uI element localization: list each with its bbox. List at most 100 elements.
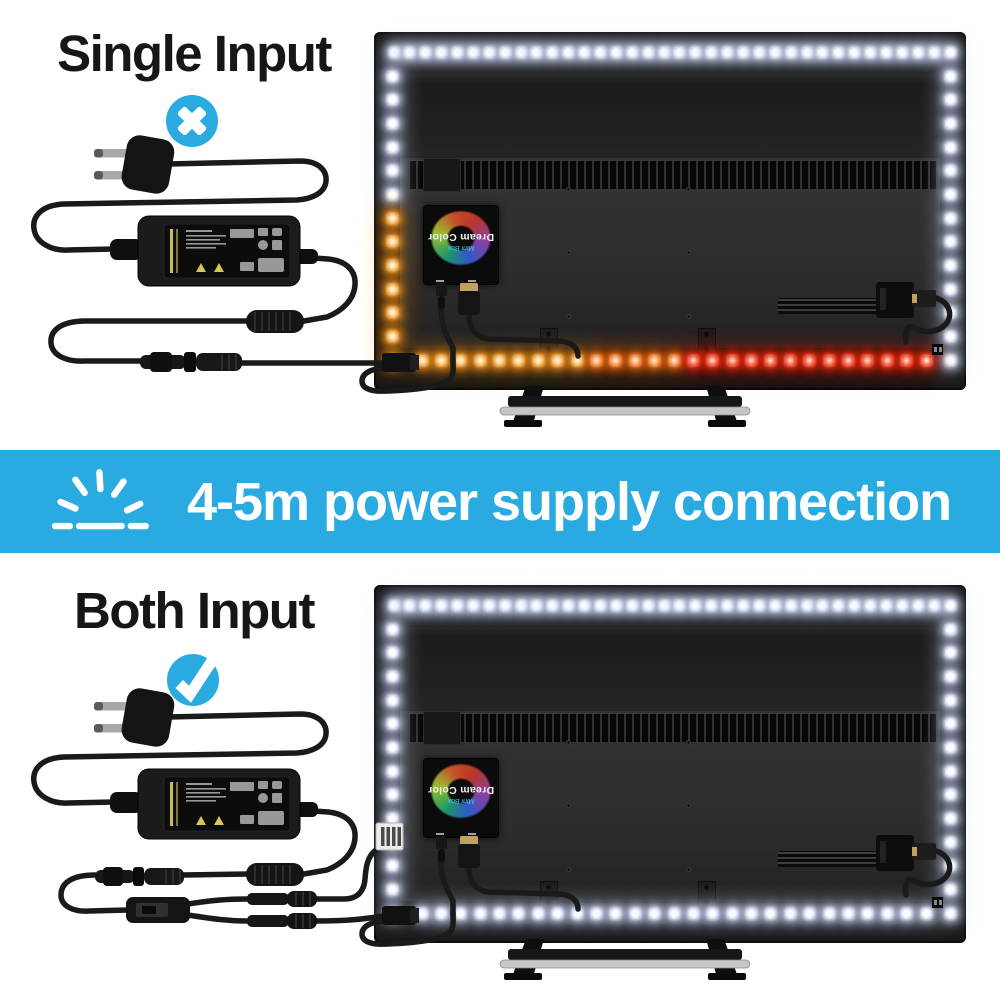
- warning-triangles: [196, 263, 224, 272]
- led-orange: [387, 213, 397, 223]
- led-white: [945, 648, 955, 658]
- led-orange: [417, 355, 427, 365]
- led-white: [596, 47, 605, 57]
- led-white: [456, 908, 466, 918]
- vent-grille: [408, 713, 938, 742]
- tv-back: Mini Box Dream Color: [374, 32, 966, 390]
- led-white: [786, 47, 796, 57]
- screw-hole: [686, 187, 691, 192]
- led-white: [627, 600, 637, 610]
- screw-hole: [566, 803, 571, 808]
- tv-stand: [499, 939, 751, 980]
- adapter-label-marks: [186, 228, 284, 272]
- led-white: [627, 47, 637, 57]
- led-white: [387, 671, 397, 681]
- led-white: [945, 118, 955, 128]
- led-red: [863, 355, 873, 365]
- led-white: [387, 118, 397, 128]
- led-white: [516, 47, 526, 57]
- lower-vent: [778, 851, 878, 867]
- screw-hole: [686, 740, 691, 745]
- cross-icon: [177, 106, 207, 136]
- led-white: [630, 908, 640, 918]
- led-white: [766, 908, 776, 918]
- led-white: [738, 600, 748, 610]
- led-white: [945, 237, 955, 247]
- led-white: [495, 908, 505, 918]
- panel-shade: [400, 74, 940, 158]
- led-white: [611, 908, 621, 918]
- led-white: [754, 600, 764, 610]
- led-white: [548, 47, 558, 57]
- led-white: [921, 908, 931, 918]
- led-white: [770, 47, 780, 57]
- led-white: [802, 600, 812, 610]
- led-white: [591, 908, 601, 918]
- led-white: [945, 695, 955, 705]
- led-white: [387, 166, 397, 176]
- led-white: [421, 600, 431, 610]
- led-orange: [387, 260, 397, 270]
- panel-shade: [400, 627, 940, 711]
- led-white: [580, 600, 590, 610]
- led-white: [564, 600, 574, 610]
- led-red: [921, 355, 931, 365]
- led-white: [945, 331, 955, 341]
- tv-stand: [499, 386, 751, 427]
- led-white: [572, 908, 582, 918]
- led-white: [387, 95, 397, 105]
- led-white: [945, 355, 955, 365]
- led-white: [417, 908, 427, 918]
- check-icon: [175, 655, 219, 703]
- led-white: [387, 624, 397, 634]
- led-white: [437, 47, 447, 57]
- led-white: [834, 600, 844, 610]
- led-white: [669, 908, 679, 918]
- led-white: [945, 47, 955, 57]
- led-white: [387, 189, 397, 199]
- led-white: [643, 47, 653, 57]
- mount-bracket: [423, 711, 461, 745]
- led-white: [863, 908, 873, 918]
- led-orange: [387, 237, 397, 247]
- led-white: [707, 47, 717, 57]
- led-white: [387, 695, 397, 705]
- led-white: [945, 884, 955, 894]
- y-splitter: [126, 897, 190, 923]
- led-white: [387, 766, 397, 776]
- led-orangered: [630, 355, 640, 365]
- controller-model: Mini Box: [447, 243, 475, 251]
- led-white: [834, 47, 844, 57]
- shine-icon: [51, 468, 149, 529]
- led-orangered: [591, 355, 601, 365]
- led-white: [945, 790, 955, 800]
- screw-hole: [566, 187, 571, 192]
- led-orange: [387, 308, 397, 318]
- led-white: [824, 908, 834, 918]
- controller-label: Mini Box Dream Color: [424, 230, 498, 251]
- stand-bracket: [698, 881, 716, 909]
- led-white: [866, 47, 876, 57]
- led-white: [897, 47, 907, 57]
- inline-dc-jack: [247, 891, 317, 907]
- led-white: [437, 600, 447, 610]
- led-orange: [387, 355, 397, 365]
- led-white: [387, 884, 397, 894]
- led-white: [945, 671, 955, 681]
- led-white: [405, 600, 415, 610]
- led-orange: [553, 355, 563, 365]
- led-white: [468, 47, 478, 57]
- led-white: [389, 600, 399, 610]
- controller-emblem: [429, 209, 493, 267]
- led-white: [688, 908, 698, 918]
- led-white: [754, 47, 764, 57]
- led-white: [532, 600, 542, 610]
- screw-hole: [566, 740, 571, 745]
- led-white: [727, 908, 737, 918]
- led-red: [824, 355, 834, 365]
- led-white: [818, 600, 828, 610]
- led-white: [387, 142, 397, 152]
- led-white: [650, 908, 660, 918]
- led-orange: [475, 355, 485, 365]
- ferrite-bead: [246, 863, 304, 886]
